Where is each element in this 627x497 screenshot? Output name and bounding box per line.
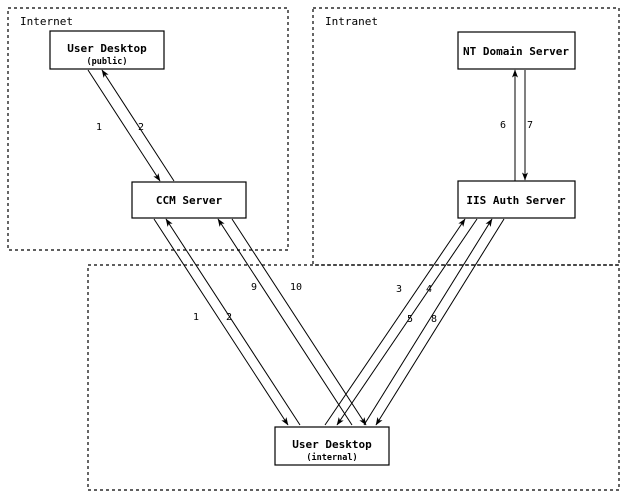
node-user-desktop-public-box[interactable] bbox=[49, 30, 165, 70]
step-label-6: 6 bbox=[500, 120, 506, 131]
node-user-desktop-internal[interactable]: User Desktop (internal) bbox=[274, 426, 390, 466]
zone-intranet-label: Intranet bbox=[325, 15, 378, 28]
step-label-2-mid: 2 bbox=[226, 312, 232, 323]
step-label-3: 3 bbox=[396, 284, 402, 295]
flow-line-4 bbox=[336, 218, 478, 426]
node-nt-domain-server-box[interactable] bbox=[457, 31, 576, 70]
node-ccm-server-box[interactable] bbox=[131, 181, 247, 219]
step-label-9: 9 bbox=[251, 282, 257, 293]
zone-internet-label: Internet bbox=[20, 15, 73, 28]
flow-line-9 bbox=[217, 218, 353, 426]
flow-line-1 bbox=[87, 69, 161, 182]
zone-internet: Internet bbox=[7, 7, 289, 251]
flow-internal-iis-34 bbox=[324, 218, 478, 426]
step-number-labels: 1 2 6 7 9 10 3 4 1 2 5 8 bbox=[96, 120, 533, 325]
step-label-1-mid: 1 bbox=[193, 312, 199, 323]
node-user-desktop-internal-subtitle: (internal) bbox=[306, 452, 357, 463]
flow-ccm-internal-12 bbox=[153, 218, 301, 426]
flow-ccm-internal-910 bbox=[217, 218, 367, 426]
flow-internal-iis-58 bbox=[363, 218, 505, 426]
node-user-desktop-internal-box[interactable] bbox=[274, 426, 390, 466]
node-user-desktop-internal-title: User Desktop bbox=[292, 438, 372, 451]
step-label-8: 8 bbox=[431, 314, 437, 325]
zone-internal bbox=[87, 264, 620, 491]
node-nt-domain-server[interactable]: NT Domain Server bbox=[457, 31, 576, 70]
step-label-4: 4 bbox=[426, 284, 432, 295]
flow-line-3 bbox=[324, 218, 466, 426]
step-label-10: 10 bbox=[290, 282, 302, 293]
node-user-desktop-public-title: User Desktop bbox=[67, 42, 147, 55]
node-ccm-server[interactable]: CCM Server bbox=[131, 181, 247, 219]
step-label-2-top: 2 bbox=[138, 122, 144, 133]
step-label-7: 7 bbox=[527, 120, 533, 131]
zone-internet-border bbox=[7, 7, 289, 251]
zone-internal-border bbox=[87, 264, 620, 491]
node-iis-auth-server-title: IIS Auth Server bbox=[466, 194, 566, 207]
node-ccm-server-title: CCM Server bbox=[156, 194, 223, 207]
flow-public-ccm bbox=[87, 69, 175, 182]
step-label-5: 5 bbox=[407, 314, 413, 325]
step-label-1-top: 1 bbox=[96, 122, 102, 133]
node-user-desktop-public[interactable]: User Desktop (public) bbox=[49, 30, 165, 70]
flow-line-8 bbox=[375, 218, 505, 426]
node-user-desktop-public-subtitle: (public) bbox=[87, 56, 128, 67]
node-iis-auth-server-box[interactable] bbox=[457, 180, 576, 219]
flow-line-1b bbox=[153, 218, 289, 426]
flow-line-5 bbox=[363, 218, 493, 426]
node-iis-auth-server[interactable]: IIS Auth Server bbox=[457, 180, 576, 219]
node-nt-domain-server-title: NT Domain Server bbox=[463, 45, 569, 58]
flow-line-2 bbox=[101, 69, 175, 182]
flow-line-2b bbox=[165, 218, 301, 426]
flow-line-10 bbox=[231, 218, 367, 426]
flow-iis-ntdomain bbox=[512, 69, 528, 181]
